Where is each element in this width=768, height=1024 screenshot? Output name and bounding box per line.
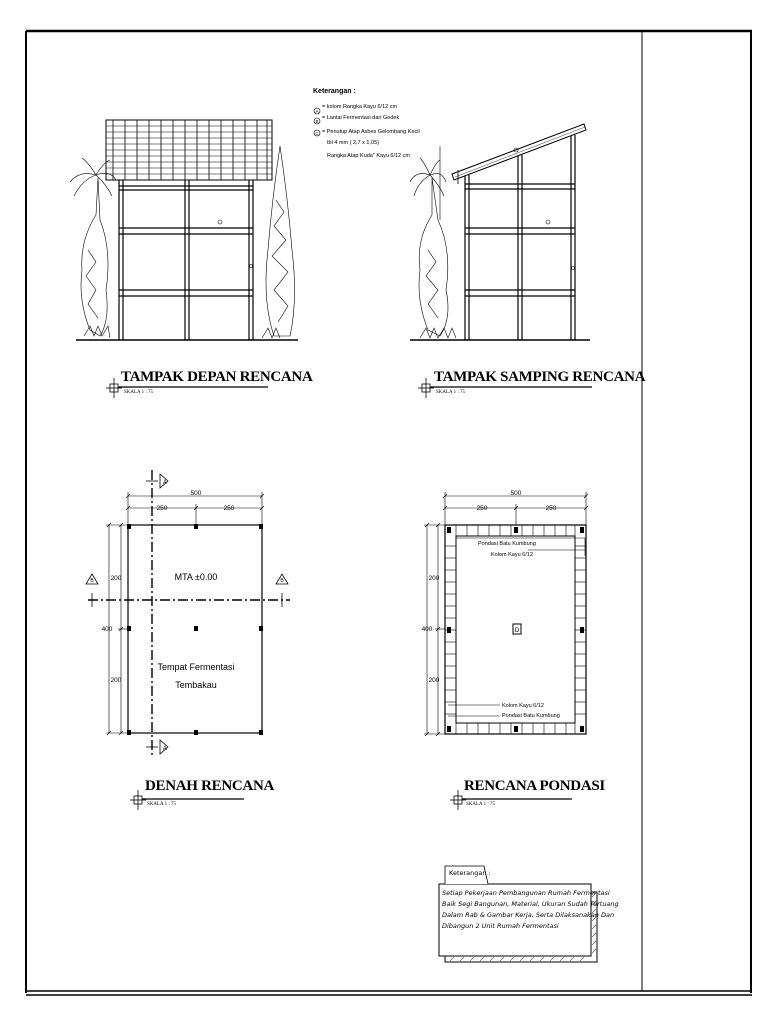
title-markers [106,378,592,810]
note-line-3: Dalam Rab & Gambar Kerja, Serta Dilaksan… [442,911,615,919]
foundation-plan-title: RENCANA PONDASI [464,778,605,794]
side-elevation-scale: SKALA 1 : 75 [436,390,466,395]
legend-marker-a: A [315,109,318,114]
plan-room-label-2: Tembakau [175,680,217,690]
sheet-frame [25,29,752,996]
cypress-tree-right [261,145,295,339]
plan-room-label-1: Tempat Fermentasi [157,662,234,672]
legend-marker-c: C [315,131,319,136]
foundation-dim-side-total: 400 [422,626,433,633]
note-line-4: Dibangun 2 Unit Rumah Fermentasi [442,922,559,930]
note-heading: Keterangan : [449,869,491,877]
legend-markers [313,107,321,137]
legend-item-3: = Penutup Atap Asbes Gelombang Kecil [322,129,420,135]
front-elevation-scale: SKALA 1 : 75 [124,390,154,395]
foundation-label-top-2: Kolom Kayu 6/12 [491,552,533,558]
palm-tree-left [69,157,117,339]
side-elevation-title: TAMPAK SAMPING RENCANA [434,369,646,385]
front-elevation-title: TAMPAK DEPAN RENCANA [121,369,313,385]
section-marker-a-top: A [163,480,167,486]
legend-item-2: = Lantai Fermentasi dari Gedek [322,115,400,121]
palm-tree-side [409,146,457,339]
foundation-plan-scale: SKALA 1 : 75 [466,802,496,807]
plan-dim-left: 250 [157,505,168,512]
floor-plan-title: DENAH RENCANA [145,778,275,794]
legend-item-1: = kolom Rangka Kayu 6/12 cm [322,104,398,110]
foundation-center-mark: D [515,628,520,634]
floor-plan-drawing [85,470,290,758]
section-marker-a-bottom: A [163,746,167,752]
side-elevation-drawing [409,123,590,341]
plan-dim-total: 500 [191,490,202,497]
floor-plan-scale: SKALA 1 : 75 [147,802,177,807]
legend-heading: Keterangan : [313,88,356,95]
foundation-dim-side-bottom: 200 [429,677,440,684]
foundation-label-top-1: Pondasi Batu Kumbung [478,541,536,547]
foundation-label-bottom-2: Pondasi Batu Kumbung [502,713,560,719]
foundation-dim-left: 250 [477,505,488,512]
foundation-label-bottom-1: Kolom Kayu 6/12 [502,703,544,709]
plan-dim-side-bottom: 200 [111,677,122,684]
note-line-1: Setiap Pekerjaan Pembangunan Rumah Ferme… [442,889,610,897]
plan-dim-side-total: 400 [102,626,113,633]
section-marker-b-right: B [280,578,284,584]
foundation-dim-total: 500 [511,490,522,497]
front-elevation-drawing [69,119,298,341]
legend-item-5: Rangka Atap Kuda" Kayu 6/12 cm [327,153,410,159]
foundation-plan-drawing [424,492,589,737]
plan-dim-side-top: 200 [111,575,122,582]
foundation-dim-side-top: 200 [429,575,440,582]
legend-marker-b: B [315,119,318,124]
legend-item-4: tbl 4 mm ( 2,7 x 1,05) [327,140,379,146]
foundation-dim-right: 250 [546,505,557,512]
section-marker-b-left: B [90,578,94,584]
note-line-2: Baik Segi Bangunan, Material, Ukuran Sud… [442,900,619,908]
plan-dim-right: 250 [224,505,235,512]
note-box [438,865,598,963]
plan-level-label: MTA ±0.00 [175,572,218,582]
